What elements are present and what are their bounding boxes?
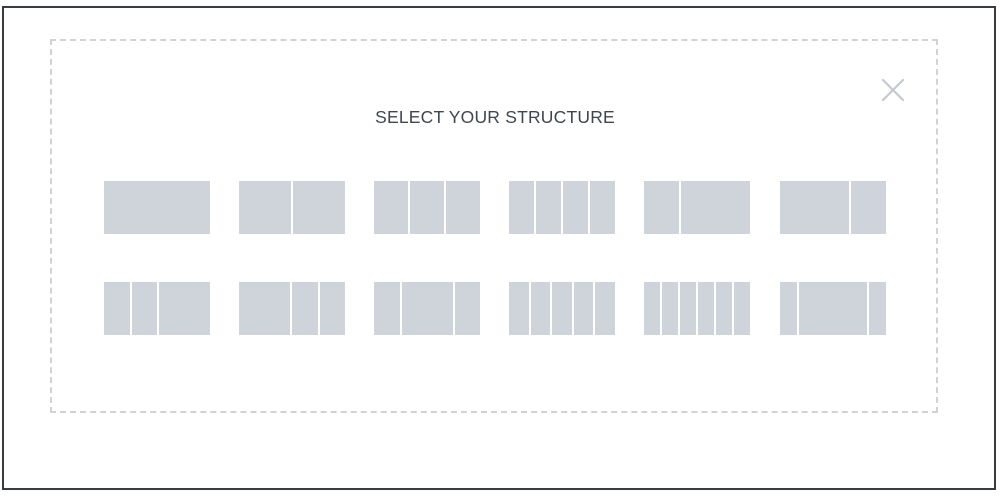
structure-column (410, 181, 444, 234)
structure-column (595, 282, 615, 335)
structure-option-three-columns-wide-narrow-narrow[interactable] (239, 282, 345, 335)
structure-option-two-columns-equal[interactable] (239, 181, 345, 234)
structure-column (644, 282, 660, 335)
structure-option-three-columns-sidebar-wide-sidebar[interactable] (780, 282, 886, 335)
structure-column (454, 282, 480, 335)
structure-column (662, 282, 678, 335)
structure-column (446, 181, 480, 234)
structure-column (680, 181, 750, 234)
structure-column (552, 282, 572, 335)
structure-option-two-columns-wide-narrow[interactable] (780, 181, 886, 234)
structure-column (509, 282, 529, 335)
structure-column (292, 282, 318, 335)
structure-column (530, 282, 551, 335)
structure-column (734, 282, 750, 335)
structure-column (780, 282, 797, 335)
structure-column (799, 282, 867, 335)
structure-option-three-columns-narrow-narrow-wide[interactable] (104, 282, 210, 335)
close-icon (881, 78, 905, 102)
structure-picker-frame (2, 6, 996, 490)
structure-option-five-columns-equal[interactable] (509, 282, 615, 335)
structure-column (644, 181, 679, 234)
structure-column (869, 282, 886, 335)
structure-option-three-columns-equal[interactable] (374, 181, 480, 234)
structure-option-three-columns-narrow-wide-narrow[interactable] (374, 282, 480, 335)
structure-column (590, 181, 615, 234)
structure-column (573, 282, 594, 335)
structure-column (319, 282, 345, 335)
structure-column (104, 181, 210, 234)
structure-column (293, 181, 345, 234)
structure-column (131, 282, 157, 335)
structure-column (239, 181, 291, 234)
close-button[interactable] (878, 75, 908, 105)
structure-column (851, 181, 886, 234)
structure-option-six-columns-equal[interactable] (644, 282, 750, 335)
structure-column (239, 282, 290, 335)
structure-column (374, 181, 408, 234)
dialog-title: SELECT YOUR STRUCTURE (375, 107, 615, 127)
structure-column (563, 181, 588, 234)
structure-picker-panel (50, 39, 938, 413)
structure-column (780, 181, 850, 234)
structure-column (698, 282, 714, 335)
structure-column (374, 282, 400, 335)
structure-column (680, 282, 696, 335)
structure-column (716, 282, 732, 335)
structure-column (104, 282, 130, 335)
structure-column (509, 181, 534, 234)
structure-column (536, 181, 561, 234)
structure-option-one-column[interactable] (104, 181, 210, 234)
structure-column (401, 282, 453, 335)
structure-option-two-columns-narrow-wide[interactable] (644, 181, 750, 234)
structure-option-four-columns-equal[interactable] (509, 181, 615, 234)
structure-column (159, 282, 210, 335)
